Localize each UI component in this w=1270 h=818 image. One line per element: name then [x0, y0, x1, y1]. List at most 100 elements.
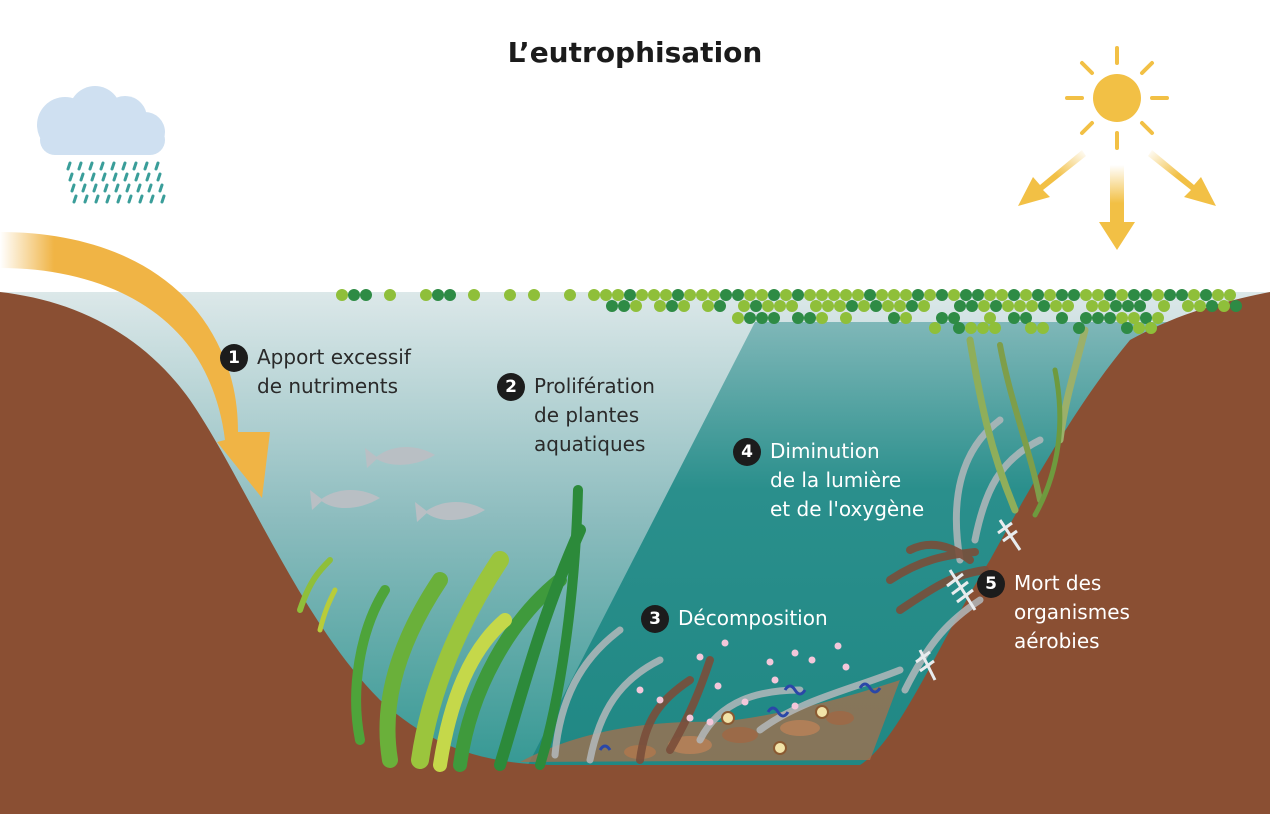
- algae-dot: [852, 289, 864, 301]
- rain-icon: [66, 161, 166, 204]
- algae-dot: [1073, 322, 1085, 334]
- algae-dot: [1134, 300, 1146, 312]
- algae-dot: [936, 289, 948, 301]
- step-2: 2 Prolifération de plantes aquatiques: [497, 372, 655, 459]
- algae-dot: [924, 289, 936, 301]
- step-5-line-2: organismes: [1014, 600, 1130, 624]
- algae-dot: [444, 289, 456, 301]
- rain-drop: [158, 183, 164, 193]
- rain-drop: [143, 161, 149, 171]
- algae-dot: [858, 300, 870, 312]
- algae-dot: [1032, 289, 1044, 301]
- algae-dot: [792, 289, 804, 301]
- algae-dot: [948, 289, 960, 301]
- algae-dot: [972, 289, 984, 301]
- algae-dot: [1020, 312, 1032, 324]
- rain-drop: [123, 172, 129, 182]
- runoff-arrow: [0, 232, 270, 498]
- algae-dot: [1008, 312, 1020, 324]
- rain-drop: [94, 194, 100, 204]
- rain-drop: [90, 172, 96, 182]
- step-5-line-3: aérobies: [1014, 629, 1100, 653]
- rain-drop: [145, 172, 151, 182]
- algae-dot: [1194, 300, 1206, 312]
- algae-dot: [432, 289, 444, 301]
- algae-dot: [870, 300, 882, 312]
- algae-dot: [996, 289, 1008, 301]
- algae-dot: [1014, 300, 1026, 312]
- rain-drop: [132, 161, 138, 171]
- algae-dot: [900, 289, 912, 301]
- rain-drop: [125, 183, 131, 193]
- algae-dot: [738, 300, 750, 312]
- algae-dot: [984, 289, 996, 301]
- rain-drop: [103, 183, 109, 193]
- algae-dot: [780, 289, 792, 301]
- algae-dot: [636, 289, 648, 301]
- algae-dot: [936, 312, 948, 324]
- step-4-number: 4: [733, 438, 761, 466]
- rain-drop: [156, 172, 162, 182]
- algae-dot: [744, 289, 756, 301]
- step-5-line-1: Mort des: [1014, 571, 1102, 595]
- algae-dot: [948, 312, 960, 324]
- step-1-line-1: Apport excessif: [257, 345, 411, 369]
- rain-drop: [127, 194, 133, 204]
- rain-drop: [147, 183, 153, 193]
- algae-dot: [654, 300, 666, 312]
- algae-dot: [648, 289, 660, 301]
- algae-dot: [965, 322, 977, 334]
- algae-dot: [1080, 312, 1092, 324]
- algae-dot: [1080, 289, 1092, 301]
- algae-dot: [360, 289, 372, 301]
- algae-dot: [977, 322, 989, 334]
- algae-dot: [1020, 289, 1032, 301]
- step-5: 5 Mort des organismes aérobies: [977, 569, 1130, 656]
- algae-dot: [1133, 322, 1145, 334]
- algae-dot: [384, 289, 396, 301]
- algae-dot: [612, 289, 624, 301]
- algae-dot: [1110, 300, 1122, 312]
- rain-drop: [70, 183, 76, 193]
- step-2-text: Prolifération de plantes aquatiques: [534, 372, 655, 459]
- rain-drop: [66, 161, 72, 171]
- algae-dot: [1056, 289, 1068, 301]
- rain-drop: [154, 161, 160, 171]
- algae-dot: [990, 300, 1002, 312]
- algae-dot: [630, 300, 642, 312]
- algae-dot: [929, 322, 941, 334]
- algae-dot: [1152, 312, 1164, 324]
- rain-drop: [160, 194, 166, 204]
- surface-algae: [336, 289, 1242, 334]
- soil: [0, 292, 1270, 814]
- step-3-line-1: Décomposition: [678, 606, 828, 630]
- rain-drop: [110, 161, 116, 171]
- algae-dot: [804, 312, 816, 324]
- step-1: 1 Apport excessif de nutriments: [220, 343, 411, 401]
- algae-dot: [1044, 289, 1056, 301]
- sun-ray-arrows: [1018, 150, 1216, 250]
- algae-dot: [1038, 300, 1050, 312]
- algae-dot: [1128, 312, 1140, 324]
- algae-dot: [1128, 289, 1140, 301]
- algae-dot: [732, 312, 744, 324]
- algae-dot: [600, 289, 612, 301]
- fish-skeleton-icon: [915, 519, 1022, 681]
- algae-dot: [888, 312, 900, 324]
- seaweed-right-icon: [966, 326, 1089, 518]
- algae-dot: [564, 289, 576, 301]
- algae-dot: [1062, 300, 1074, 312]
- fish-icon: [310, 447, 485, 522]
- algae-dot: [618, 300, 630, 312]
- algae-dot: [989, 322, 1001, 334]
- algae-dot: [678, 300, 690, 312]
- algae-dot: [1086, 300, 1098, 312]
- algae-dot: [1140, 312, 1152, 324]
- algae-dot: [816, 289, 828, 301]
- algae-dot: [966, 300, 978, 312]
- algae-dot: [984, 312, 996, 324]
- algae-dot: [1200, 289, 1212, 301]
- algae-dot: [1121, 322, 1133, 334]
- rain-drop: [77, 161, 83, 171]
